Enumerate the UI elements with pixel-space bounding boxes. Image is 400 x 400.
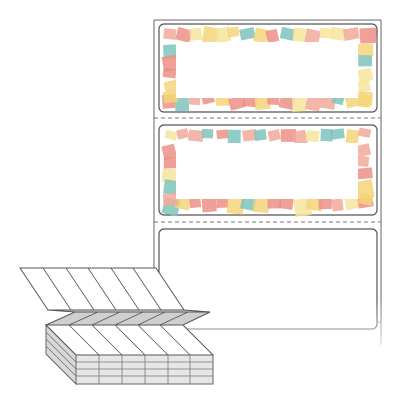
confetti-piece [356,143,372,157]
confetti-piece [216,197,229,209]
fanfold-stack [19,267,215,386]
confetti-piece [265,28,280,44]
confetti-piece [162,192,179,207]
confetti-piece [344,94,360,109]
confetti-piece [359,27,378,44]
confetti-piece [239,26,256,41]
confetti-piece [342,27,360,41]
confetti-piece [279,26,296,41]
confetti-piece [252,27,270,44]
confetti-piece [227,129,241,144]
confetti-piece [174,195,192,211]
label-1 [158,23,378,113]
confetti-piece [291,96,307,112]
confetti-piece [330,128,345,140]
confetti-piece [305,129,320,143]
confetti-piece [163,157,177,169]
confetti-piece [163,27,177,40]
confetti-piece [330,26,347,41]
rising-panel [19,267,211,313]
confetti-piece [357,67,374,83]
confetti-piece [201,26,220,45]
confetti-piece [253,128,267,141]
confetti-piece [176,128,190,140]
confetti-piece [189,198,202,209]
confetti-piece [319,94,337,110]
confetti-piece [188,129,204,142]
confetti-border [161,127,375,217]
confetti-piece [163,79,179,93]
confetti-piece [331,198,344,212]
confetti-piece [358,55,373,67]
confetti-piece [201,129,214,139]
confetti-piece [356,79,372,94]
confetti-piece [267,129,281,142]
confetti-piece [162,67,177,79]
confetti-piece [345,129,360,144]
confetti-piece [356,167,373,180]
confetti-piece [320,128,333,142]
confetti-piece [216,129,229,140]
confetti-piece [162,179,179,196]
confetti-piece [278,94,296,110]
confetti-piece [164,129,179,141]
stack-top-panel [44,324,215,356]
confetti-piece [162,90,179,104]
confetti-piece [215,95,230,106]
confetti-piece [226,26,240,38]
confetti-piece [242,128,258,142]
confetti-piece [228,95,247,111]
confetti-piece [304,28,322,45]
confetti-piece [319,28,334,39]
confetti-piece [189,27,203,41]
fold-panel [45,311,211,326]
confetti-piece [254,94,271,110]
label-2 [158,124,378,217]
confetti-piece [267,197,282,209]
confetti-piece [278,195,294,210]
confetti-piece [252,196,270,214]
confetti-piece [161,143,178,161]
confetti-piece [292,27,309,43]
confetti-piece [201,195,217,213]
confetti-piece [291,129,308,146]
confetti-piece [188,95,201,106]
confetti-piece [356,91,373,106]
confetti-piece [175,26,193,43]
confetti-piece [357,43,374,57]
confetti-piece [357,155,370,168]
confetti-piece [318,196,332,210]
confetti-piece [161,54,181,73]
confetti-piece [358,192,374,206]
confetti-piece [226,197,245,215]
confetti-piece [358,127,372,138]
confetti-piece [175,96,190,112]
confetti-piece [305,93,322,112]
confetti-piece [240,195,257,212]
stack-side [45,323,214,386]
